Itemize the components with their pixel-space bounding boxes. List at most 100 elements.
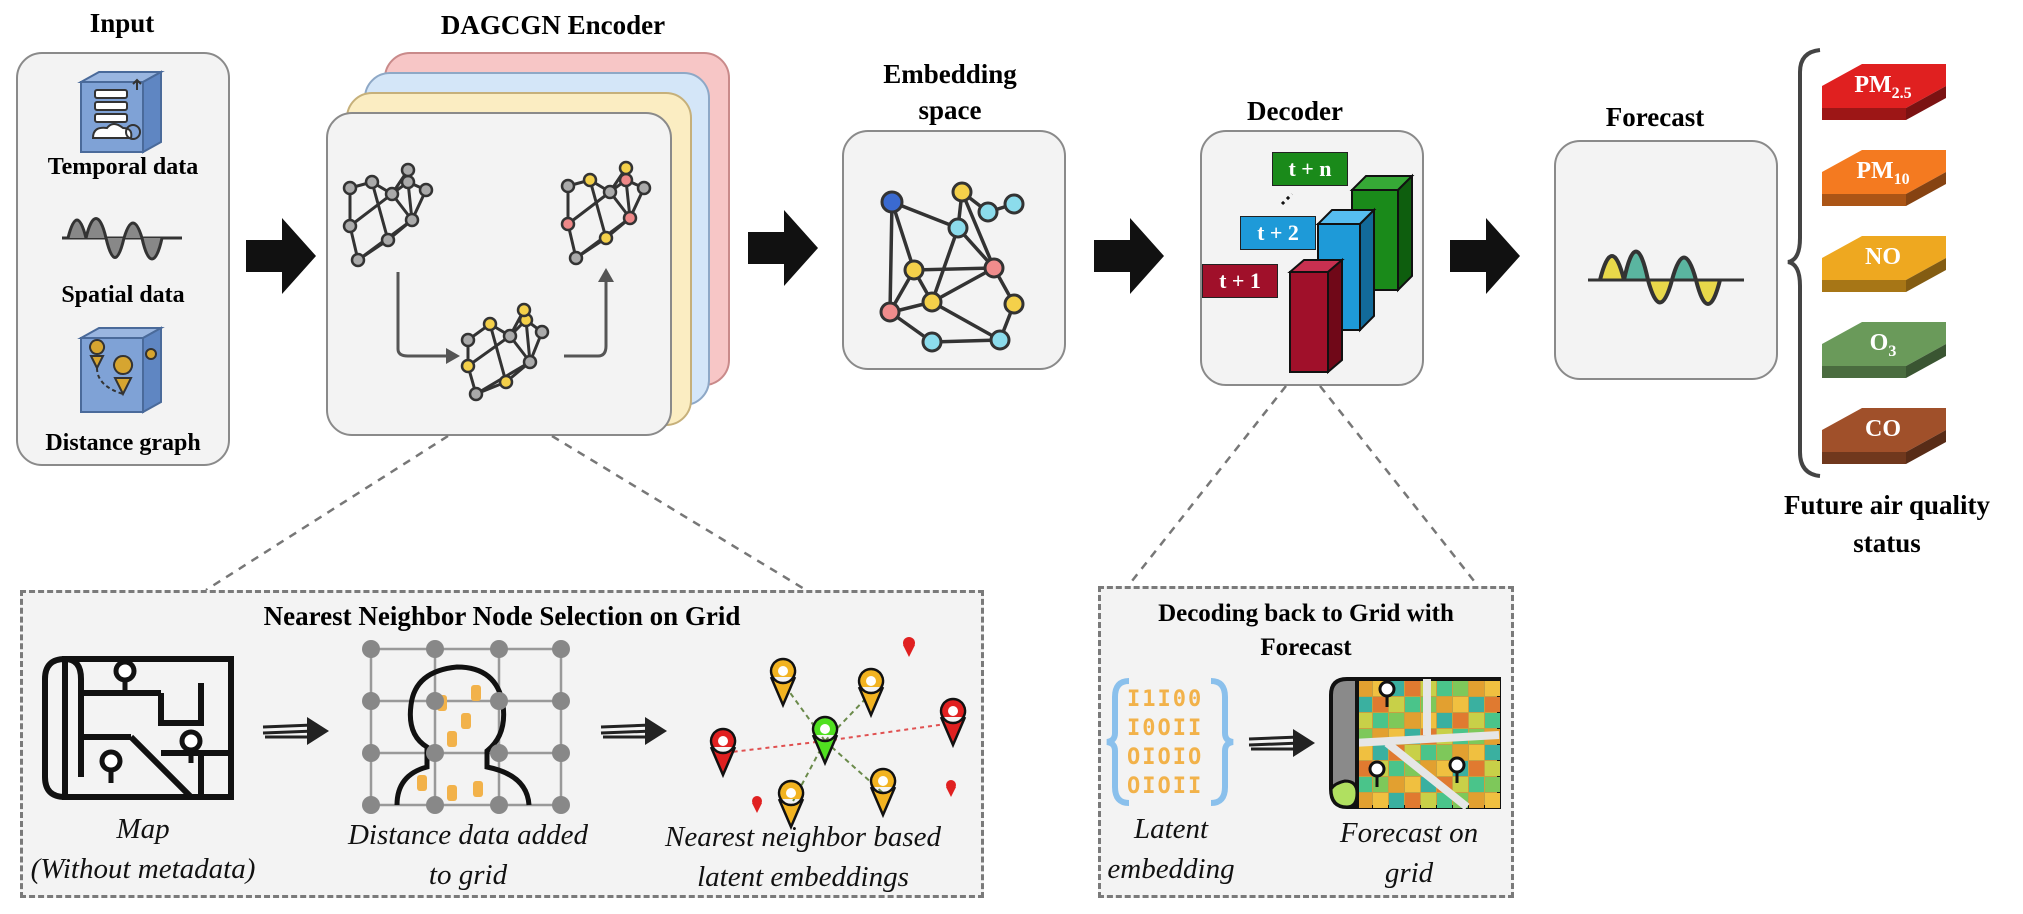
forecast-grid-cell (1437, 713, 1452, 728)
forecast-box (1554, 140, 1778, 380)
decoder-blocks (1280, 173, 1415, 375)
decoder-box: t + n t + 2 t + 1 (1200, 130, 1424, 386)
pollutant-tiles (1822, 64, 1946, 464)
pollutant-tile (1822, 322, 1946, 366)
forecast-grid-cell (1469, 777, 1484, 792)
sketch-arrow-icon (1248, 729, 1315, 757)
forecast-grid-cell (1405, 697, 1420, 712)
nn-caption: Nearest neighbor based latent embeddings (664, 821, 941, 893)
arrow-icon (246, 218, 316, 294)
pollutant-tile-edge (1906, 344, 1946, 378)
seq-t2-label: t + 2 (1240, 216, 1316, 250)
forecast-grid-cell (1453, 697, 1468, 712)
forecast-grid-cell (1373, 713, 1388, 728)
forecast-grid-cell (1453, 777, 1468, 792)
forecast-grid-cell (1485, 681, 1500, 696)
encoder-box (326, 112, 672, 436)
sketch-arrow-icon (262, 717, 329, 745)
embedding-graph (879, 181, 1025, 353)
pollutant-label: CO (1865, 416, 1901, 442)
pollutant-tile-edge (1906, 86, 1946, 120)
decoder-title: Decoder (1247, 96, 1343, 126)
forecast-grid-cell (1405, 777, 1420, 792)
temporal-data-label: Temporal data (47, 154, 199, 180)
distance-graph-label: Distance graph (45, 430, 201, 456)
forecast-grid-cell (1357, 793, 1372, 808)
decode-panel: Decoding back to Grid with Forecast I1I0… (1098, 586, 1514, 898)
forecast-grid-cell (1453, 713, 1468, 728)
decode-panel-title: Decoding back to Grid with Forecast (1158, 600, 1454, 661)
forecast-grid-cell (1389, 697, 1404, 712)
forecast-grid-cell (1421, 793, 1436, 808)
forecast-grid-cell (1469, 745, 1484, 760)
forecast-grid-cell (1357, 745, 1372, 760)
forecast-grid-cell (1469, 681, 1484, 696)
pollutant-label: PM2.5 (1854, 72, 1912, 102)
nearest-neighbor-icon (709, 637, 967, 831)
input-title: Input (89, 8, 155, 38)
pollutant-tile-side (1822, 366, 1906, 378)
arrow-icon (1450, 218, 1520, 294)
forecast-grid-cell (1437, 761, 1452, 776)
pollutant-tile-edge (1906, 430, 1946, 464)
forecast-grid-cell (1485, 713, 1500, 728)
latent-embedding-icon (1106, 678, 1234, 806)
forecast-grid-cell (1357, 777, 1372, 792)
nn-panel-title: Nearest Neighbor Node Selection on Grid (263, 601, 741, 631)
nn-panel: Nearest Neighbor Node Selection on Grid … (20, 590, 984, 898)
encoder-title: DAGCGN Encoder (440, 10, 666, 40)
seq-t1-label: t + 1 (1202, 264, 1278, 298)
forecast-grid-cell (1437, 681, 1452, 696)
sketch-arrow-icon (600, 717, 667, 745)
forecast-grid-cell (1357, 713, 1372, 728)
pollutant-tile (1822, 64, 1946, 108)
forecast-wave-icon (1588, 249, 1744, 306)
pollutant-tile-side (1822, 452, 1906, 464)
forecast-grid-cell (1389, 777, 1404, 792)
forecast-grid-caption: Forecast on grid (1339, 817, 1479, 889)
forecast-grid-cell (1469, 697, 1484, 712)
brace-icon (1787, 48, 1821, 478)
pollutant-tile-edge (1906, 258, 1946, 292)
forecast-grid-cell (1357, 681, 1372, 696)
grid-caption: Distance data added to grid (347, 819, 588, 891)
forecast-grid-cell (1405, 681, 1420, 696)
forecast-grid-cell (1469, 761, 1484, 776)
distance-graph-icon (77, 326, 165, 414)
forecast-grid-cell (1405, 713, 1420, 728)
forecast-grid-cell (1485, 761, 1500, 776)
forecast-grid-cell (1389, 713, 1404, 728)
forecast-title: Forecast (1605, 102, 1705, 132)
arrow-icon (1094, 218, 1164, 294)
map-icon (42, 656, 234, 800)
forecast-grid-cell (1373, 697, 1388, 712)
forecast-grid-icon (1329, 677, 1501, 811)
pollutant-label: NO (1865, 244, 1901, 270)
forecast-grid-cell (1389, 761, 1404, 776)
binary-digits: I1I00 I0OII OIOIO OIOII (1127, 687, 1204, 799)
forecast-grid-cell (1453, 681, 1468, 696)
forecast-grid-cell (1357, 761, 1372, 776)
forecast-grid-cell (1373, 745, 1388, 760)
pollutant-label: PM10 (1856, 158, 1910, 188)
pollutant-tile-side (1822, 280, 1906, 292)
forecast-grid-cell (1405, 793, 1420, 808)
forecast-grid-cell (1485, 697, 1500, 712)
forecast-grid-cell (1389, 793, 1404, 808)
forecast-grid-cell (1469, 713, 1484, 728)
input-box: Temporal data Spatial data Distance grap… (16, 52, 230, 466)
forecast-grid-cell (1437, 697, 1452, 712)
spatial-data-label: Spatial data (61, 282, 185, 308)
forecast-grid-cell (1373, 793, 1388, 808)
embedding-box (842, 130, 1066, 370)
forecast-grid-cell (1421, 745, 1436, 760)
embedding-title: Embedding space (883, 59, 1017, 125)
pollutant-tile-side (1822, 194, 1906, 206)
forecast-grid-cell (1453, 745, 1468, 760)
forecast-grid-cell (1469, 793, 1484, 808)
air-quality-caption: Future air quality status (1783, 490, 1991, 558)
latent-caption: Latent embedding (1107, 813, 1235, 885)
spatial-data-icon (62, 217, 182, 261)
temporal-data-icon (77, 70, 165, 154)
